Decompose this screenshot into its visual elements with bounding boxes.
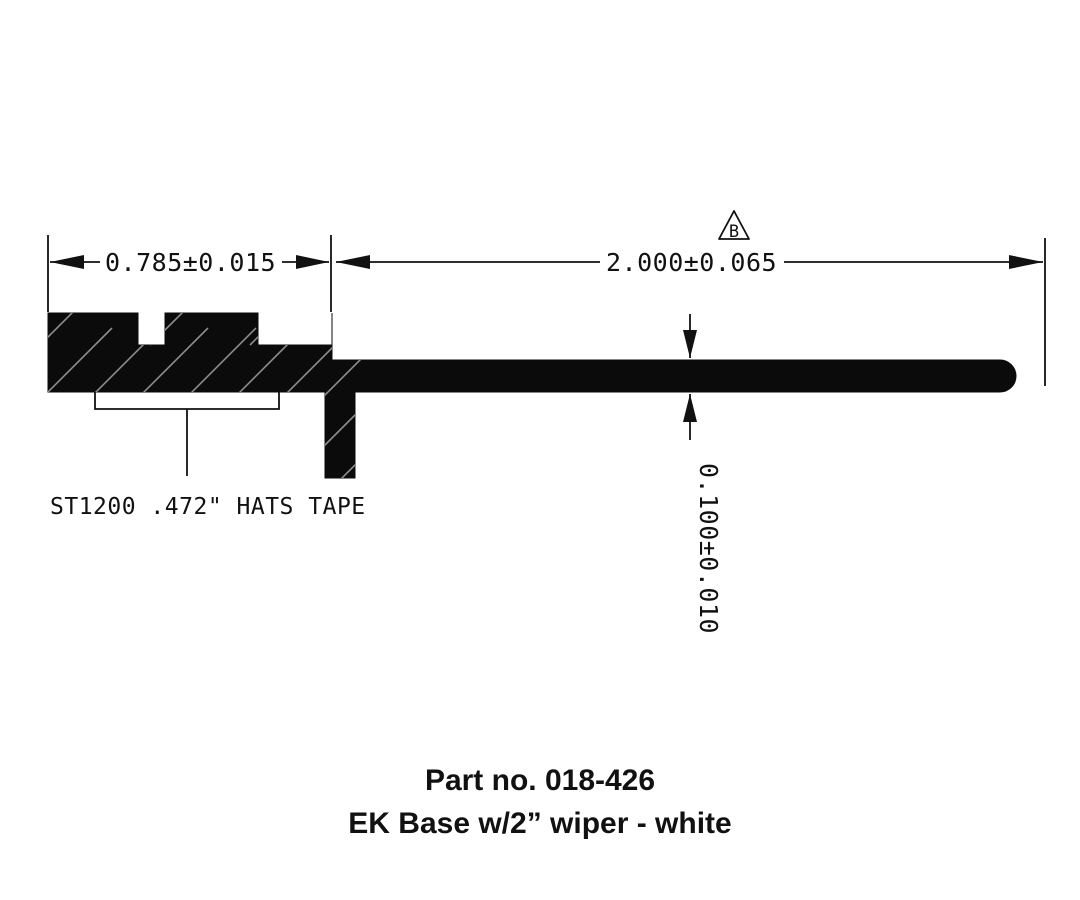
title-part-number: Part no. 018-426 [425, 764, 655, 797]
extension-lines [47, 235, 1046, 386]
arrowhead-left-outer [50, 255, 84, 269]
tape-callout-label: ST1200 .472" HATS TAPE [50, 494, 366, 520]
arrowhead-left-inner [296, 255, 329, 269]
title-description: EK Base w/2” wiper - white [348, 807, 731, 840]
dimension-label-2000: 2.000±0.065 [606, 248, 777, 277]
cross-section-profile [47, 312, 1017, 479]
dimension-2000: 2.000±0.065 [336, 248, 1043, 277]
revision-flag-letter: B [729, 222, 739, 242]
revision-flag-b: B [718, 210, 750, 242]
tape-callout-leader: ST1200 .472" HATS TAPE [50, 392, 366, 520]
dimension-0785: 0.785±0.015 [50, 248, 329, 277]
tape-callout-bracket [94, 392, 280, 410]
profile-outline-shape [47, 312, 1017, 479]
dimension-label-0785: 0.785±0.015 [105, 248, 276, 277]
arrowhead-thickness-bottom [683, 394, 697, 422]
title-block: Part no. 018-426 EK Base w/2” wiper - wh… [348, 764, 731, 840]
arrowhead-right-inner [336, 255, 370, 269]
dimension-thickness-0100: 0.100±0.010 [683, 314, 723, 634]
revision-flag-triangle-icon [718, 210, 750, 240]
dimension-label-0100: 0.100±0.010 [694, 463, 723, 634]
arrowhead-right-outer [1009, 255, 1043, 269]
arrowhead-thickness-top [683, 330, 697, 358]
